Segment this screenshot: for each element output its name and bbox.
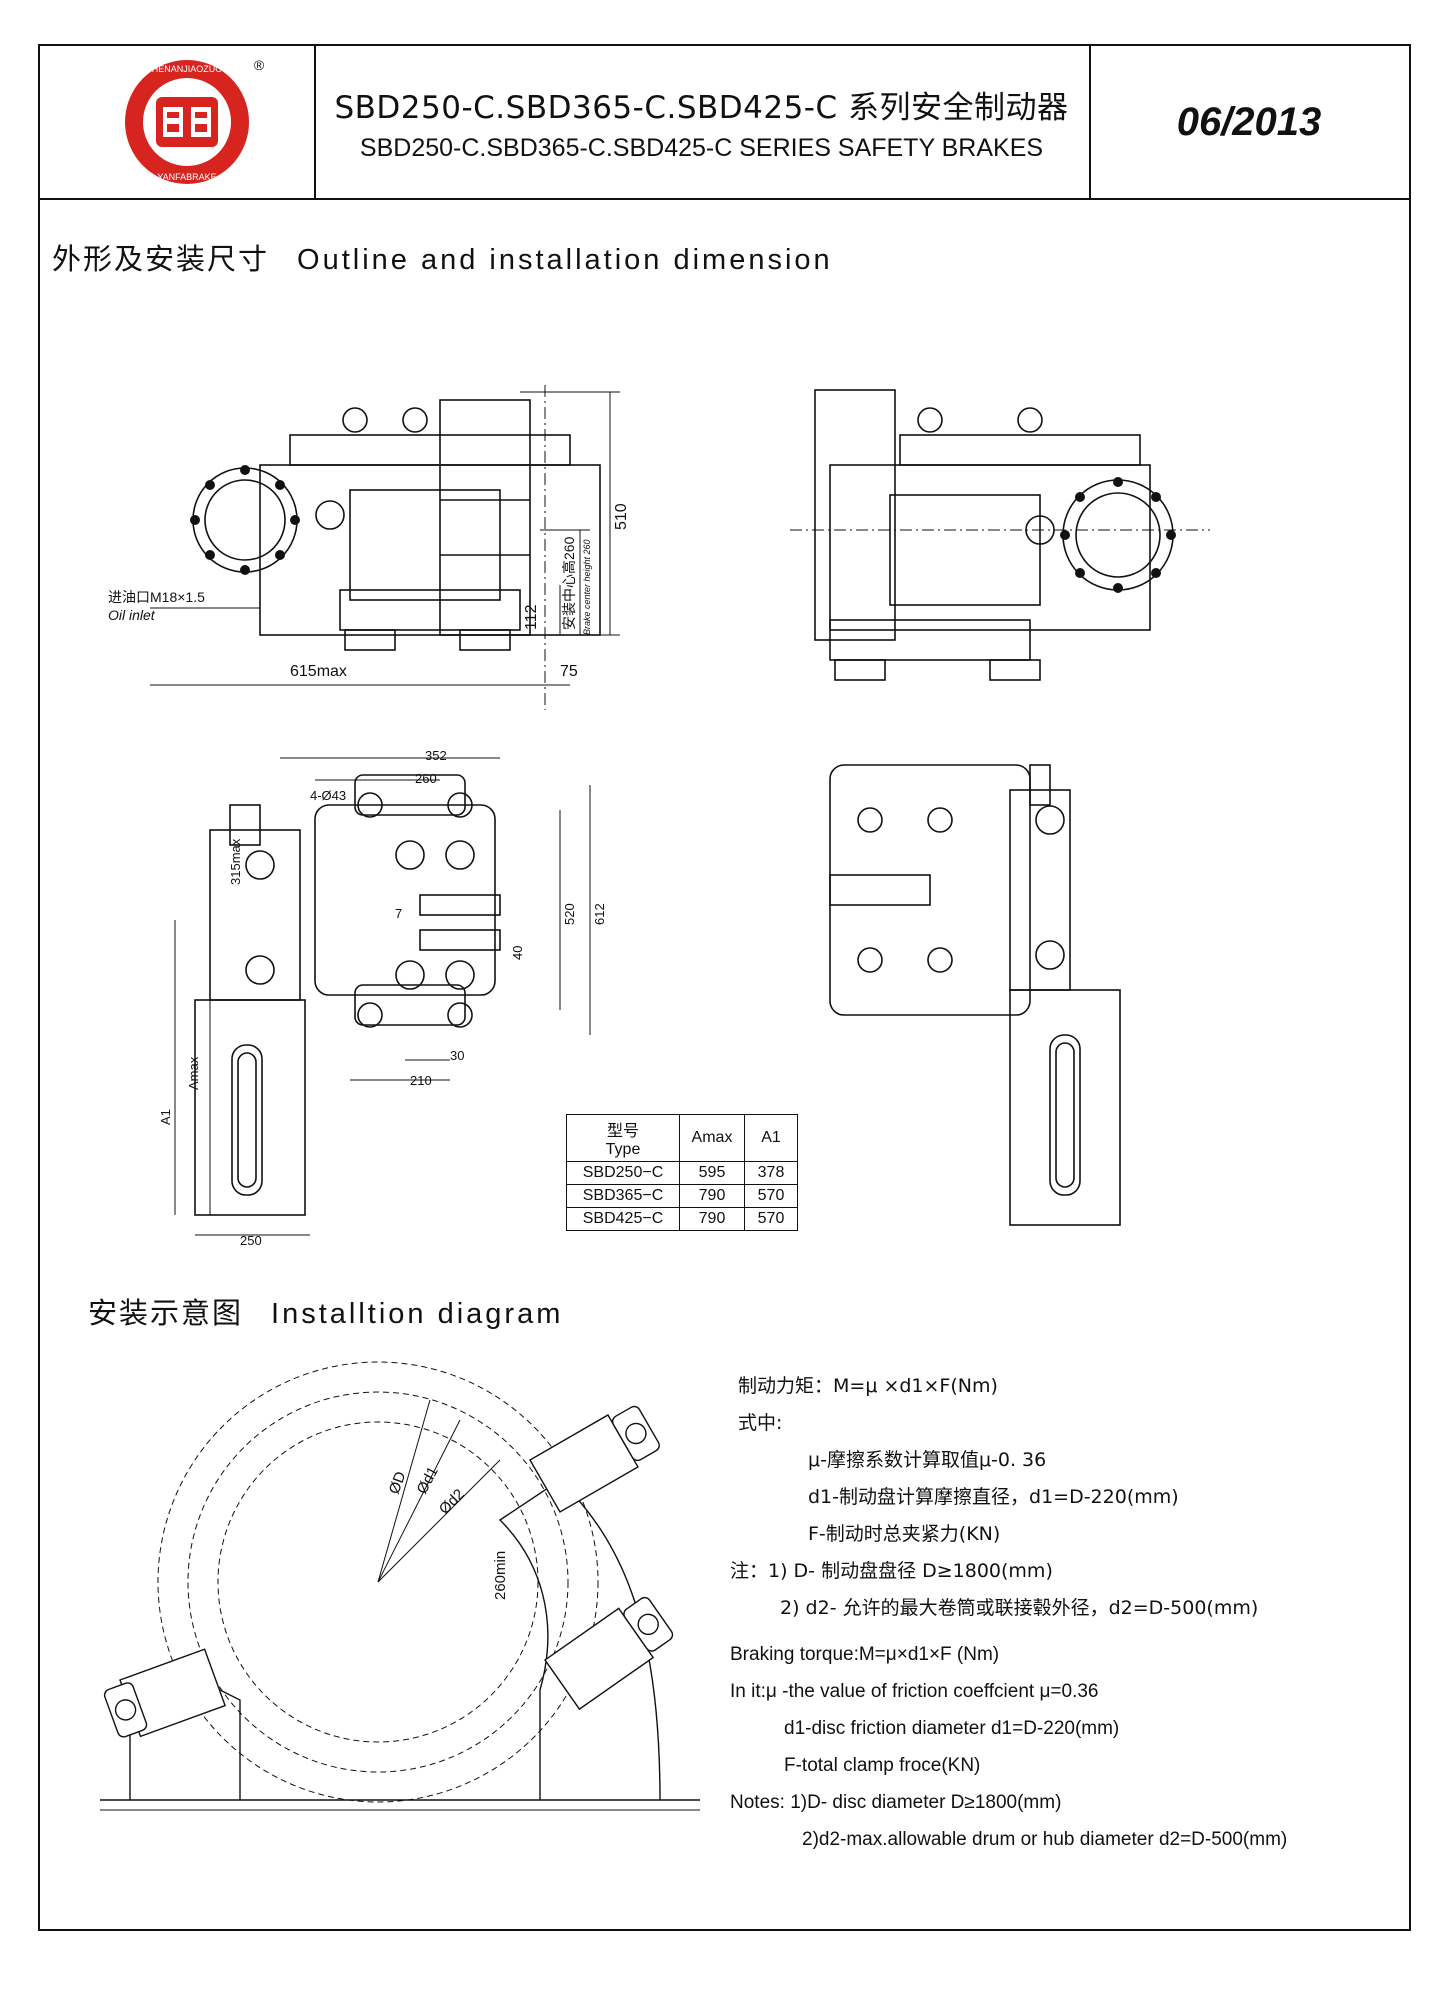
registered-mark: ®	[254, 57, 265, 73]
center-height-cn: 安装中心高260	[561, 536, 577, 630]
install-heading: 安装示意图 Installtion diagram	[88, 1290, 563, 1332]
formula-line: d1-制动盘计算摩擦直径，d1=D-220(mm)	[808, 1486, 1179, 1508]
title-chinese: SBD250-C.SBD365-C.SBD425-C 系列安全制动器	[334, 90, 1069, 126]
formula-line: In it:μ -the value of friction coeffcien…	[730, 1681, 1099, 1702]
table-header-type-cn: 型号	[606, 1123, 639, 1140]
label-260min: 260min	[492, 1551, 509, 1600]
logo-cell: HENANJIAOZUO YANFABRAKE ®	[38, 44, 316, 198]
dim-amax: Amax	[186, 1056, 201, 1090]
formula-english: Braking torque:M=μ×d1×F (Nm) In it:μ -th…	[730, 1636, 1287, 1858]
front-view-right-drawing	[829, 764, 1121, 1226]
table-header-amax: Amax	[679, 1114, 745, 1162]
formula-line: 2) d2- 允许的最大卷筒或联接毂外径，d2=D-500(mm)	[780, 1597, 1259, 1619]
install-heading-cn: 安装示意图	[88, 1296, 244, 1330]
issue-date: 06/2013	[1176, 100, 1322, 144]
formula-line: F-total clamp froce(KN)	[784, 1755, 981, 1776]
dim-75: 75	[560, 663, 578, 680]
table-cell-a1: 378	[744, 1161, 798, 1185]
dim-352: 352	[425, 748, 447, 763]
logo-bottom-text: YANFABRAKE	[157, 172, 216, 182]
table-cell-type: SBD425−C	[566, 1207, 680, 1231]
table-cell-amax: 790	[679, 1207, 745, 1231]
table-cell-a1: 570	[744, 1207, 798, 1231]
dim-260: 260	[415, 771, 437, 786]
formula-line: Notes: 1)D- disc diameter D≥1800(mm)	[730, 1792, 1062, 1813]
label-d2: Ød2	[436, 1486, 468, 1518]
outline-heading: 外形及安装尺寸 Outline and installation dimensio…	[52, 236, 833, 278]
formula-line: μ-摩擦系数计算取值μ-0. 36	[808, 1449, 1047, 1471]
dim-612: 612	[592, 903, 607, 925]
dim-holes: 4-Ø43	[310, 788, 346, 803]
center-height-en: Brake center height 260	[582, 539, 592, 635]
dim-30: 30	[450, 1048, 464, 1063]
table-header-type-en: Type	[605, 1141, 641, 1158]
label-d1: Ød1	[414, 1464, 442, 1497]
table-row: SBD250−C 595 378	[566, 1161, 798, 1185]
dim-40: 40	[510, 946, 525, 960]
formula-line: Braking torque:M=μ×d1×F (Nm)	[730, 1644, 1000, 1665]
outline-heading-en: Outline and installation dimension	[297, 244, 833, 276]
table-cell-amax: 790	[679, 1184, 745, 1208]
formula-line: 制动力矩：M=μ ×d1×F(Nm)	[738, 1375, 998, 1397]
table-cell-type: SBD365−C	[566, 1184, 680, 1208]
side-view-right-drawing	[790, 389, 1210, 681]
dim-7: 7	[395, 906, 402, 921]
front-view-left-drawing: 352 260 4-Ø43 315max 7 40 520 612 30 210…	[158, 748, 607, 1248]
company-logo: HENANJIAOZUO YANFABRAKE ®	[125, 57, 265, 184]
install-heading-en: Installtion diagram	[271, 1298, 564, 1330]
page-frame	[38, 44, 1411, 1931]
outline-heading-cn: 外形及安装尺寸	[52, 242, 270, 276]
header: HENANJIAOZUO YANFABRAKE ® SBD250-C.SBD36…	[38, 44, 1411, 200]
table-cell-a1: 570	[744, 1184, 798, 1208]
formula-line: 2)d2-max.allowable drum or hub diameter …	[802, 1829, 1288, 1850]
formula-line: 注：1) D- 制动盘盘径 D≥1800(mm)	[730, 1560, 1053, 1582]
logo-top-text: HENANJIAOZUO	[152, 64, 223, 74]
dim-210: 210	[410, 1073, 432, 1088]
dim-a1: A1	[158, 1109, 173, 1125]
dim-520: 520	[562, 903, 577, 925]
title-english: SBD250-C.SBD365-C.SBD425-C SERIES SAFETY…	[359, 134, 1044, 162]
dim-250: 250	[240, 1233, 262, 1248]
side-view-left-drawing: 615max 75 112 510 安装中心高260 Brake center …	[108, 385, 630, 710]
table-header-a1: A1	[744, 1114, 798, 1162]
table-cell-type: SBD250−C	[566, 1161, 680, 1185]
formula-line: F-制动时总夹紧力(KN)	[808, 1523, 1001, 1545]
oil-inlet-cn: 进油口M18×1.5	[108, 589, 205, 605]
table-cell-amax: 595	[679, 1161, 745, 1185]
table-row: SBD365−C 790 570	[566, 1184, 798, 1208]
formula-line: 式中:	[738, 1412, 783, 1434]
oil-inlet-en: Oil inlet	[108, 607, 156, 623]
dim-112: 112	[523, 604, 540, 630]
label-d: ØD	[386, 1469, 410, 1496]
formula-line: d1-disc friction diameter d1=D-220(mm)	[784, 1718, 1120, 1739]
installation-diagram: ØD Ød1 Ød2 260min	[100, 1361, 700, 1811]
formula-chinese: 制动力矩：M=μ ×d1×F(Nm) 式中: μ-摩擦系数计算取值μ-0. 36…	[730, 1368, 1259, 1627]
dim-315max: 315max	[228, 838, 243, 885]
table-row: SBD425−C 790 570	[566, 1207, 798, 1231]
dim-615max: 615max	[290, 663, 347, 680]
dim-510: 510	[613, 503, 630, 530]
date-cell: 06/2013	[1089, 44, 1409, 198]
title-cell: SBD250-C.SBD365-C.SBD425-C 系列安全制动器 SBD25…	[314, 44, 1091, 198]
